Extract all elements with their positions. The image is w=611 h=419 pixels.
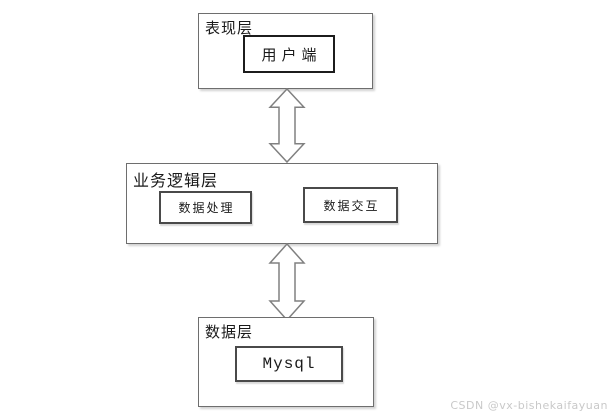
node-client: 用户端 bbox=[243, 35, 335, 73]
layer-presentation-label: 表现层 bbox=[205, 19, 254, 37]
csdn-watermark: CSDN @vx-bishekaifayuan bbox=[450, 399, 608, 412]
layer-business-logic-label: 业务逻辑层 bbox=[133, 171, 219, 190]
layer-data-label: 数据层 bbox=[205, 323, 254, 341]
node-mysql: Mysql bbox=[235, 346, 343, 382]
node-data-processing: 数据处理 bbox=[159, 191, 252, 224]
node-data-interaction: 数据交互 bbox=[303, 187, 398, 223]
layer-presentation: 表现层 bbox=[198, 13, 373, 89]
bidirectional-arrow-icon bbox=[267, 88, 307, 163]
bidirectional-arrow-icon bbox=[267, 243, 307, 321]
